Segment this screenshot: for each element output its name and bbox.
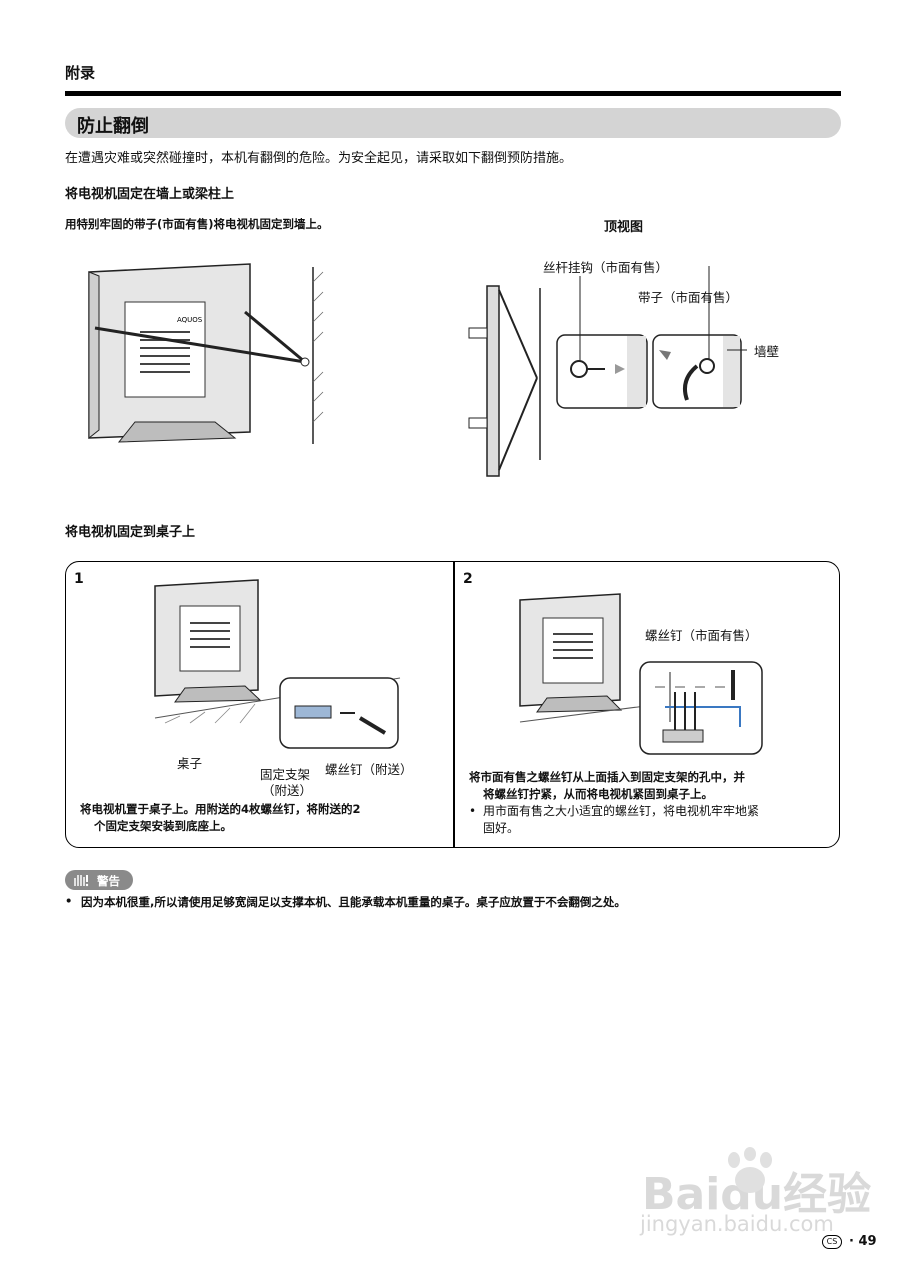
label-wall: 墙壁 — [754, 344, 780, 359]
label-hook: 丝杆挂钩（市面有售） — [543, 260, 669, 275]
label-bracket: 固定支架 — [260, 767, 311, 782]
warning-text: 因为本机很重,所以请使用足够宽阔足以支撑本机、且能承载本机重量的桌子。桌子应放置… — [81, 895, 626, 909]
wall-heading: 将电视机固定在墙上或梁柱上 — [65, 187, 235, 202]
step1-text-line2: 个固定支架安装到底座上。 — [94, 819, 232, 833]
paw-icon — [728, 1147, 772, 1193]
label-strap: 带子（市面有售） — [638, 290, 739, 305]
baidu-watermark-url: jingyan.baidu.com — [640, 1212, 834, 1236]
intro-text: 在遭遇灾难或突然碰撞时，本机有翻倒的危险。为安全起见，请采取如下翻倒预防措施。 — [65, 151, 573, 166]
warning-badge — [65, 870, 133, 890]
steps-divider — [453, 561, 455, 848]
wall-instruction: 用特别牢固的带子(市面有售)将电视机固定到墙上。 — [65, 217, 329, 231]
brand-logo: AQUOS — [177, 316, 203, 324]
top-view-title: 顶视图 — [604, 220, 644, 235]
hand-warning-icon — [74, 875, 89, 887]
appendix-header: 附录 — [65, 64, 96, 82]
table-heading: 将电视机固定到桌子上 — [65, 525, 196, 540]
label-screw-sold: 螺丝钉（市面有售） — [645, 628, 758, 643]
page-number: · 49 — [849, 1234, 877, 1249]
section-title-bar — [65, 108, 841, 138]
warning-label: 警告 — [97, 874, 120, 888]
section-title: 防止翻倒 — [77, 116, 149, 137]
top-view-illustration — [468, 266, 747, 477]
step2-text-line1: 将市面有售之螺丝钉从上面插入到固定支架的孔中，并 — [469, 770, 745, 784]
wall-illustration: AQUOS — [88, 263, 324, 444]
steps-box — [65, 561, 840, 848]
header-rule — [65, 91, 841, 96]
step1-number: 1 — [74, 571, 84, 587]
label-bracket-sub: （附送） — [262, 783, 313, 798]
step2-number: 2 — [463, 571, 473, 587]
step2-text-line2: 将螺丝钉拧紧，从而将电视机紧固到桌子上。 — [483, 787, 713, 801]
step2-bullet-line1: 用市面有售之大小适宜的螺丝钉，将电视机牢牢地紧 — [483, 804, 760, 818]
label-desk: 桌子 — [177, 756, 203, 771]
label-screw-supplied: 螺丝钉（附送） — [325, 762, 413, 777]
step2-bullet-line2: 固好。 — [483, 821, 520, 835]
step1-illustration — [154, 579, 401, 749]
language-badge: CS — [822, 1235, 842, 1249]
warning-bullet: • — [65, 894, 73, 908]
step2-bullet-dot: • — [469, 804, 477, 818]
step1-text-line1: 将电视机置于桌子上。用附送的4枚螺丝钉，将附送的2 — [80, 802, 361, 816]
step2-illustration — [519, 593, 763, 755]
